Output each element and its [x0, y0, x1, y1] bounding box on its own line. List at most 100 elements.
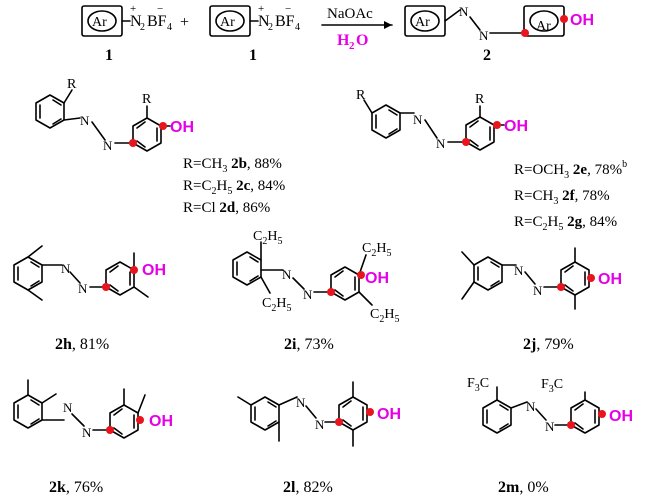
reactive-site-dot	[136, 416, 144, 424]
plus-charge: +	[130, 3, 136, 15]
hydroxyl-label: OH	[570, 12, 594, 29]
hydroxyl-label: OH	[377, 406, 401, 423]
r-entry-2e: R=OCH3 2e, 78%b	[514, 159, 627, 181]
reactive-site-dot	[521, 29, 529, 37]
reactive-site-dot	[587, 274, 595, 282]
reactive-site-dot	[129, 139, 137, 147]
compound-label-2: 2	[483, 47, 491, 64]
azo-n1: N	[459, 4, 469, 19]
methyl-bond	[237, 396, 252, 406]
r-substituent: R	[356, 88, 366, 103]
azo-n2: N	[545, 419, 555, 434]
caption-2l: 2l, 82%	[283, 479, 333, 496]
r-entry-2f: R=CH3 2f, 78%	[514, 188, 610, 207]
azo-n2: N	[103, 138, 113, 153]
azo-n1: N	[80, 113, 90, 128]
diazonium-n-sub: 2	[268, 22, 273, 33]
meta-r-bond	[363, 99, 373, 114]
phenol-ring	[570, 399, 600, 434]
reactive-site-dot	[462, 138, 470, 146]
diazonium-bf: BF	[147, 13, 167, 30]
caption-2i: 2i, 73%	[284, 336, 334, 353]
reaction-arrow: NaOAc H 2 O	[321, 6, 393, 52]
diazonium-bf-sub: 4	[295, 22, 300, 33]
caption-2h: 2h, 81%	[55, 336, 109, 353]
azo-n1: N	[514, 263, 524, 278]
plus-charge: +	[258, 3, 264, 15]
r-entry-2b: R=CH3 2b, 88%	[183, 156, 282, 175]
structure-2i: C2H5 C2H5 N N C2H5 C2H5 OH	[232, 229, 399, 325]
azo-n2: N	[303, 287, 313, 302]
reactive-site-dot	[106, 426, 114, 434]
reactive-site-dot	[102, 283, 110, 291]
ethyl-substituent: C2H5	[370, 307, 399, 325]
structure-2b-2d: R N N R OH	[35, 77, 194, 153]
r-group-table-left: R=CH3 2b, 88% R=C2H5 2c, 84% R=Cl 2d, 86…	[183, 156, 285, 216]
diazonium-n-sub: 2	[140, 22, 145, 33]
reactive-site-dot	[567, 421, 575, 429]
r-group-table-right: R=OCH3 2e, 78%b R=CH3 2f, 78% R=C2H5 2g,…	[514, 159, 627, 233]
ar-ring-circle	[215, 10, 245, 32]
reactive-site-dot	[493, 121, 501, 129]
azo-n1: N	[526, 399, 536, 414]
plus-sign: +	[180, 14, 189, 31]
arrow-head	[384, 21, 392, 29]
ar-ring-circle-product	[529, 10, 559, 32]
hydroxyl-label: OH	[142, 262, 166, 279]
hydroxyl-label: OH	[365, 270, 389, 287]
methyl-bond	[27, 289, 43, 301]
minus-charge: −	[157, 3, 163, 15]
reactive-site-dot	[357, 271, 365, 279]
r-entry-2c: R=C2H5 2c, 84%	[183, 178, 285, 197]
reactive-site-dot	[327, 288, 335, 296]
ethyl-bond	[358, 291, 373, 306]
azo-n2: N	[78, 281, 88, 296]
ar-ring-circle	[410, 10, 440, 32]
diazonium-bf: BF	[275, 13, 295, 30]
reactant-diazonium-2: Ar N 2 + BF 4 −	[209, 3, 300, 37]
caption-2m: 2m, 0%	[498, 479, 549, 496]
reactive-site-dot	[335, 418, 343, 426]
azo-n1: N	[61, 261, 71, 276]
methyl-bond	[133, 286, 149, 298]
structure-2j: N N OH	[461, 247, 622, 310]
azo-n2: N	[82, 425, 92, 440]
methyl-bond	[461, 251, 475, 266]
r-substituent-phenol: R	[142, 92, 152, 107]
structure-2e-2g: R N N R OH	[356, 88, 528, 151]
benzene-ring	[482, 399, 512, 434]
structure-2l: N N OH	[237, 381, 401, 447]
solvent-o: O	[356, 32, 368, 49]
hydroxyl-label: OH	[170, 119, 194, 136]
ethyl-bond	[260, 276, 271, 294]
reactive-site-dot	[366, 408, 374, 416]
ar-ring-circle	[87, 10, 117, 32]
reactive-site-dot	[557, 283, 565, 291]
caption-2j: 2j, 79%	[523, 336, 574, 353]
hydroxyl-label: OH	[149, 413, 173, 430]
diazonium-n: N	[258, 13, 270, 30]
methyl-bond	[137, 394, 146, 414]
compound-label-1: 1	[105, 47, 113, 64]
hydroxyl-label: OH	[609, 408, 633, 425]
azo-n2: N	[436, 136, 446, 151]
ar-label: Ar	[220, 15, 235, 30]
azo-n1: N	[63, 400, 73, 415]
ethyl-substituent: C2H5	[262, 296, 291, 314]
caption-2k: 2k, 76%	[49, 479, 103, 496]
hydroxyl-label: OH	[598, 271, 622, 288]
ar-label-product: Ar	[536, 19, 551, 34]
reactive-site-dot	[130, 266, 138, 274]
structure-2h: N N OH	[13, 245, 166, 301]
solvent-h: H	[337, 32, 350, 49]
azo-n2: N	[533, 283, 543, 298]
ar-label: Ar	[415, 15, 430, 30]
azo-n2: N	[479, 28, 489, 43]
methyl-bond	[27, 245, 43, 258]
minus-charge: −	[285, 3, 291, 15]
methyl-bond	[461, 281, 475, 300]
methyl-bond	[41, 393, 57, 404]
reactive-site-dot	[159, 122, 167, 130]
